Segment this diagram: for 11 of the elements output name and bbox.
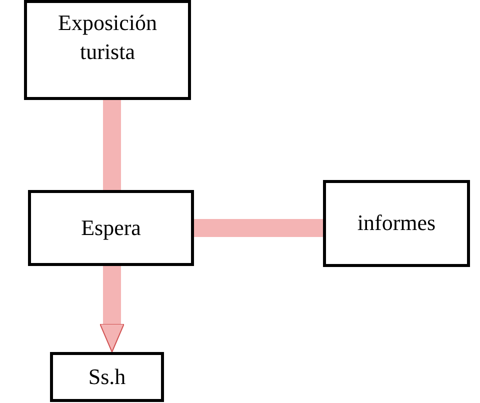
process-box	[24, 0, 191, 100]
process-box	[50, 352, 164, 402]
box-label: Espera	[81, 214, 141, 242]
arrow	[100, 266, 124, 352]
connector	[194, 219, 323, 237]
box-label: Ss.h	[88, 362, 126, 391]
connector	[103, 100, 121, 190]
process-box	[323, 180, 470, 267]
process-box	[28, 190, 194, 266]
box-label: informes	[357, 209, 436, 238]
box-label: Exposición turista	[57, 9, 158, 66]
